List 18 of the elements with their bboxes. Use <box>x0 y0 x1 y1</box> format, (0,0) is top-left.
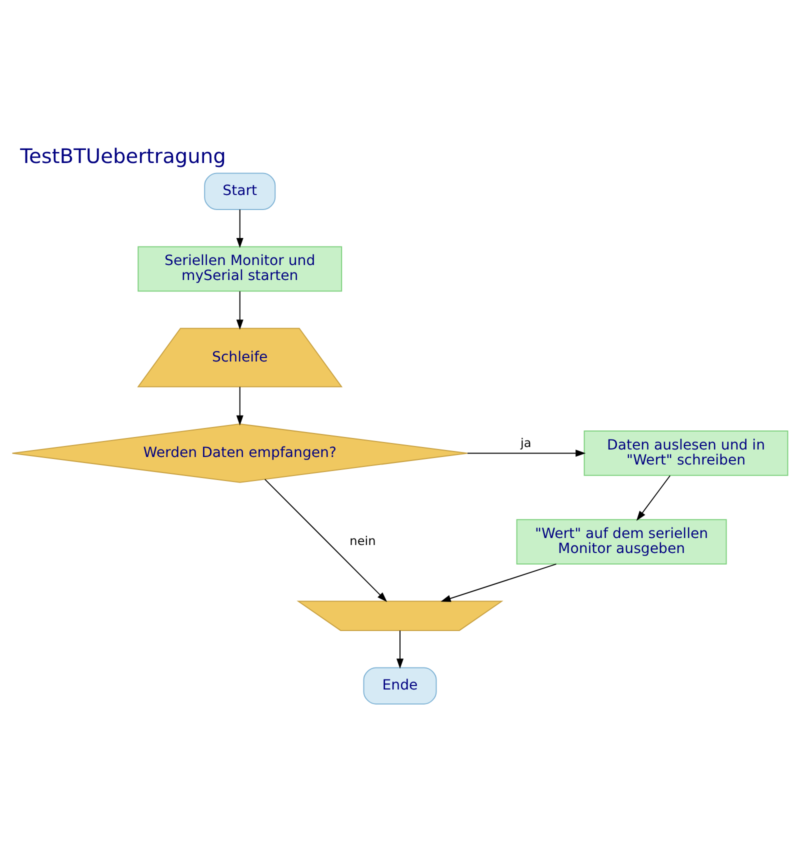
node-box: Start <box>204 172 276 210</box>
arrow <box>264 478 388 602</box>
node-diamond: Werden Daten empfangen? <box>12 424 468 483</box>
arrow <box>236 386 244 426</box>
edge-label: ja <box>520 436 532 450</box>
arrow <box>468 450 586 457</box>
diagram-title: TestBTUebertragung <box>20 144 226 168</box>
node-trapezium <box>296 600 504 631</box>
arrow <box>636 475 670 521</box>
node-box: Seriellen Monitor und mySerial starten <box>138 246 342 292</box>
arrow <box>236 210 244 248</box>
arrow <box>396 630 404 669</box>
node-box: Daten auslesen und in "Wert" schreiben <box>584 430 788 476</box>
node-box: "Wert" auf dem seriellen Monitor ausgeben <box>516 519 727 564</box>
edge-label: nein <box>350 534 376 548</box>
arrow <box>236 291 244 330</box>
node-box: Ende <box>363 667 437 704</box>
arrow <box>440 564 556 602</box>
